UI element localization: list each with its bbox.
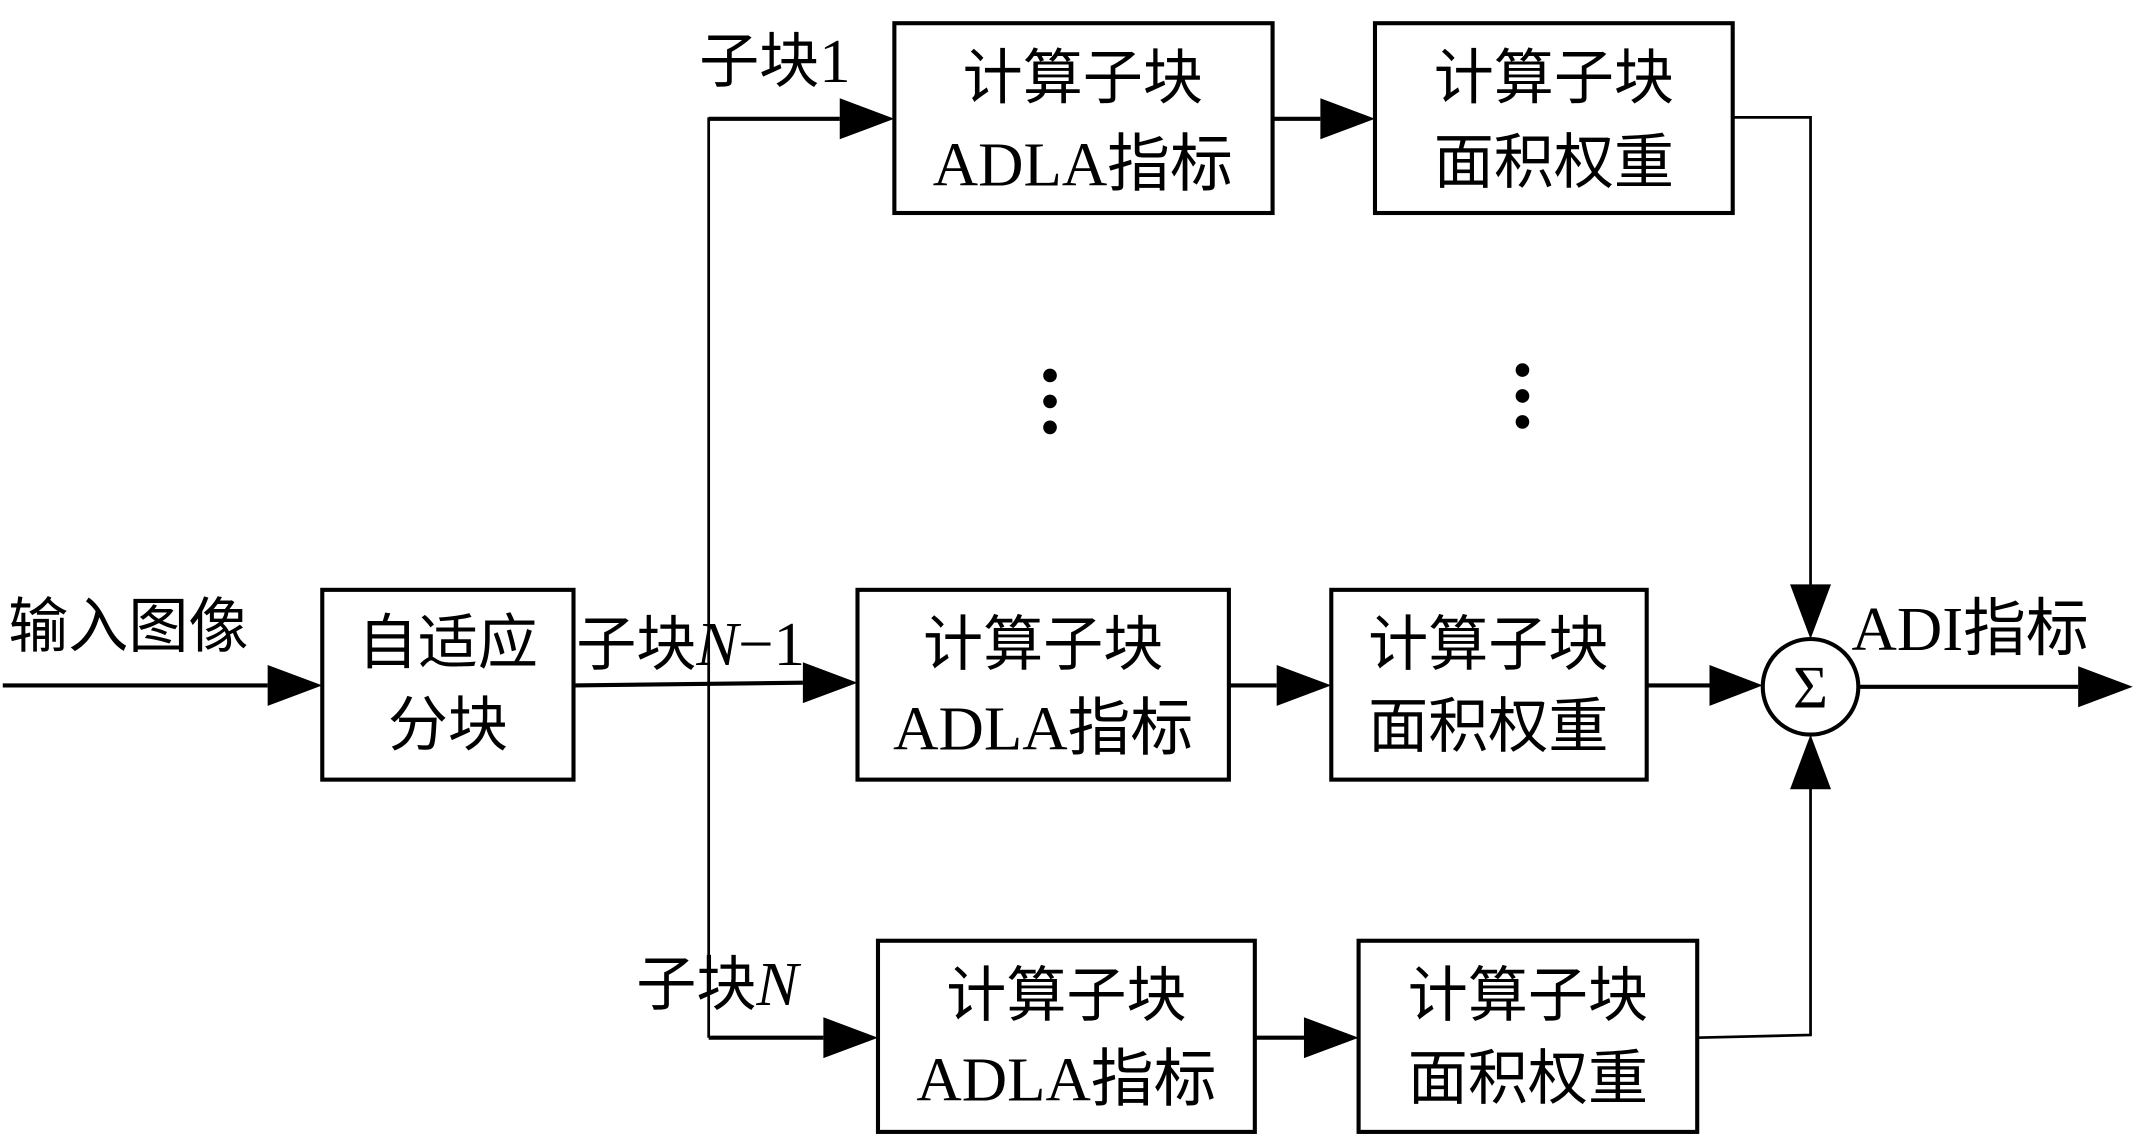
- ellipsis-adla-column: [1043, 368, 1057, 435]
- input-connector: [2, 664, 323, 706]
- adaptive-partition-block: 自适应 分块: [320, 587, 576, 782]
- weight-box-line1: 计算子块: [1368, 610, 1608, 680]
- adla-block-sub-block-n-minus-1: 计算子块 ADLA指标: [855, 587, 1231, 782]
- weight-box-line1: 计算子块: [1408, 961, 1648, 1031]
- ellipsis-weight-column: [1515, 363, 1530, 429]
- adla-block-sub-block-n: 计算子块 ADLA指标: [875, 938, 1257, 1134]
- adla-box-line2: ADLA指标: [916, 1045, 1216, 1115]
- adla-box-line1: 计算子块: [923, 610, 1163, 680]
- partition-box-line2: 分块: [388, 691, 508, 761]
- branch-label-sub-block-n: 子块N: [636, 949, 801, 1020]
- weight-box-line2: 面积权重: [1434, 128, 1674, 198]
- distribution-bus: [573, 98, 895, 1059]
- partition-box-line1: 自适应: [358, 609, 538, 679]
- weight-box-line2: 面积权重: [1408, 1044, 1648, 1114]
- connector-weight-1-to-sum: [1732, 116, 1832, 639]
- weight-box-line2: 面积权重: [1368, 692, 1608, 762]
- weight-box-line1: 计算子块: [1434, 43, 1674, 113]
- weight-block-sub-block-1: 计算子块 面积权重: [1372, 21, 1735, 216]
- output-connector: [1858, 666, 2133, 708]
- branch-label-sub-block-n-minus-1: 子块N−1: [576, 609, 805, 680]
- weight-block-sub-block-n-minus-1: 计算子块 面积权重: [1329, 587, 1649, 782]
- connector-adla-to-weight-1: [1272, 98, 1375, 140]
- connector-adla-to-weight-n: [1254, 1017, 1359, 1059]
- output-label: ADI指标: [1852, 594, 2089, 664]
- adla-box-line2: ADLA指标: [933, 130, 1233, 200]
- adla-box-line1: 计算子块: [963, 43, 1203, 113]
- adla-block-sub-block-1: 计算子块 ADLA指标: [892, 21, 1275, 216]
- connector-adla-to-weight-n-minus-1: [1228, 664, 1332, 706]
- adla-box-line2: ADLA指标: [893, 694, 1193, 764]
- weight-block-sub-block-n: 计算子块 面积权重: [1356, 938, 1700, 1134]
- adla-box-line1: 计算子块: [946, 961, 1186, 1031]
- sigma-icon: Σ: [1793, 653, 1828, 720]
- connector-weight-n-minus-1-to-sum: [1646, 664, 1763, 706]
- summation-node: Σ: [1760, 636, 1861, 737]
- connector-weight-n-to-sum: [1697, 734, 1832, 1040]
- input-label: 输入图像: [8, 592, 248, 662]
- branch-label-sub-block-1: 子块1: [699, 26, 851, 97]
